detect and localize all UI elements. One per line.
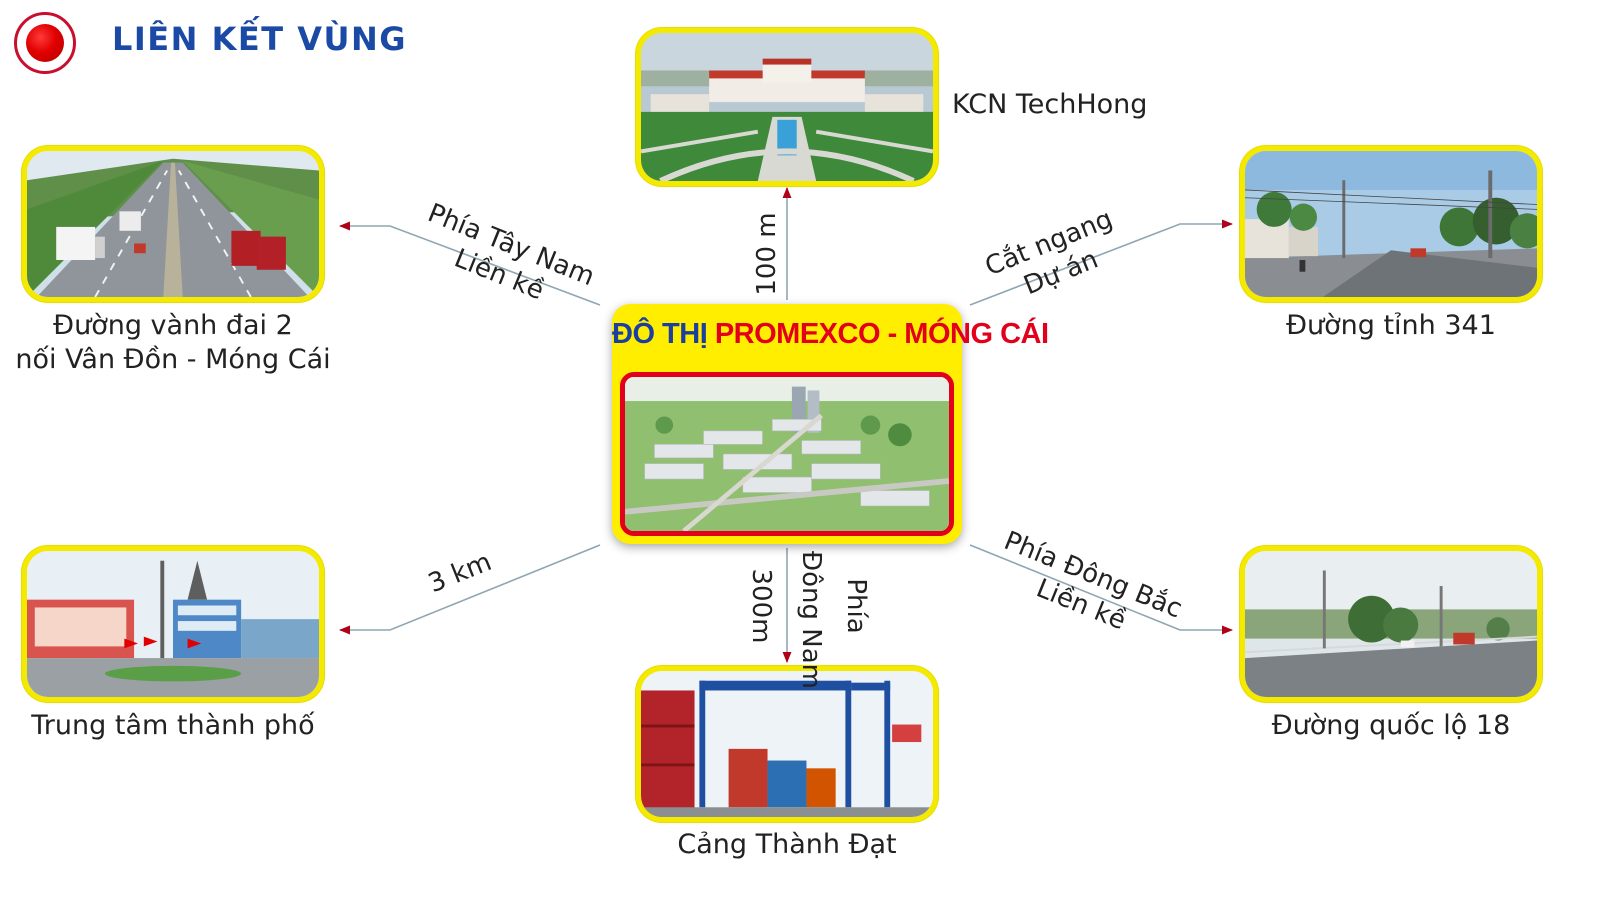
- city-center-photo: [22, 546, 324, 702]
- techhong-label: KCN TechHong: [952, 89, 1148, 120]
- cross-text: Cắt ngang Dự án: [955, 193, 1155, 324]
- ring-road-label-line1: Đường vành đai 2: [53, 310, 293, 341]
- project-title-part1: ĐÔ THỊ: [612, 318, 708, 350]
- city-distance: 3 km: [424, 546, 496, 600]
- project-title: ĐÔ THỊ PROMEXCO - MÓNG CÁI: [612, 318, 1049, 351]
- project-render-photo: [620, 372, 954, 536]
- national-road-label: Đường quốc lộ 18: [1271, 710, 1511, 741]
- provincial-road-photo: [1240, 146, 1542, 302]
- project-card: ĐÔ THỊ PROMEXCO - MÓNG CÁI: [612, 304, 1049, 544]
- ring-road-photo: [22, 146, 324, 302]
- city-center-label: Trung tâm thành phố: [31, 710, 315, 741]
- northeast-text: Phía Đông Bắc Liền kề: [968, 517, 1205, 662]
- national-road-photo: [1240, 546, 1542, 702]
- ring-road-label-line2: nối Vân Đồn - Móng Cái: [15, 344, 331, 375]
- port-photo: [636, 666, 938, 822]
- page-title: LIÊN KẾT VÙNG: [112, 20, 407, 58]
- north-distance: 100 m: [752, 212, 782, 296]
- port-direction-line1: Phía: [841, 578, 871, 634]
- record-icon: [14, 12, 76, 74]
- provincial-road-label: Đường tỉnh 341: [1286, 310, 1496, 341]
- project-title-part2: PROMEXCO - MÓNG CÁI: [714, 318, 1049, 350]
- port-direction-line2: Đông Nam: [796, 551, 826, 690]
- southwest-text: Phía Tây Nam Liền kề: [396, 191, 615, 329]
- port-distance: 300m: [746, 568, 776, 644]
- techhong-photo: [636, 28, 938, 186]
- port-label: Cảng Thành Đạt: [677, 829, 897, 860]
